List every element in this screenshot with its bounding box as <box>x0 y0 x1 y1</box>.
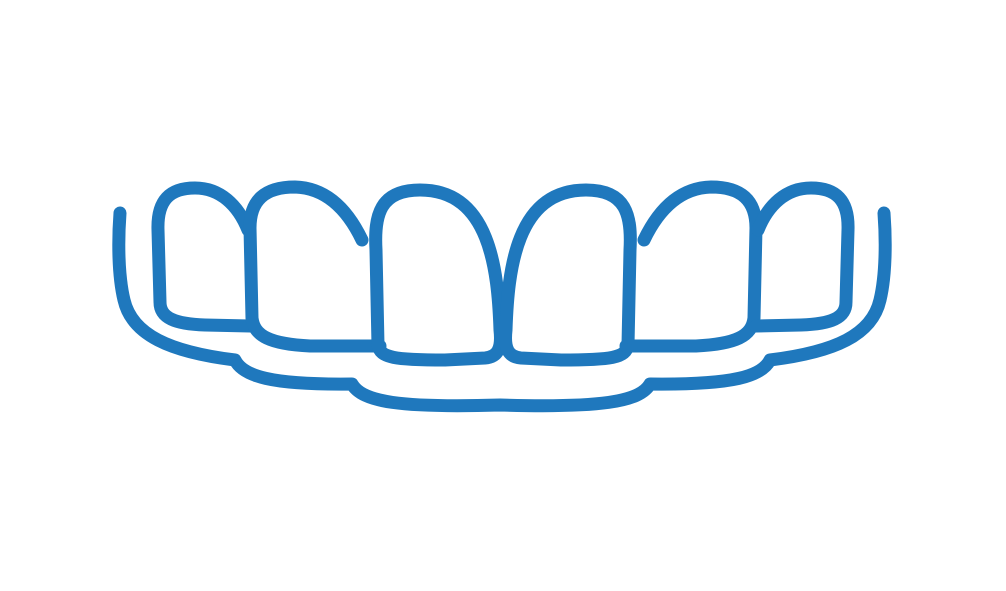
tooth-right-middle <box>619 180 763 353</box>
tooth-left-middle <box>243 180 387 353</box>
tooth-right-outer <box>749 181 855 333</box>
tooth-left-outer <box>151 181 257 333</box>
tooth-left-central <box>369 183 507 367</box>
tooth-right-central <box>499 183 637 367</box>
aligner-tray-outline <box>112 206 892 413</box>
